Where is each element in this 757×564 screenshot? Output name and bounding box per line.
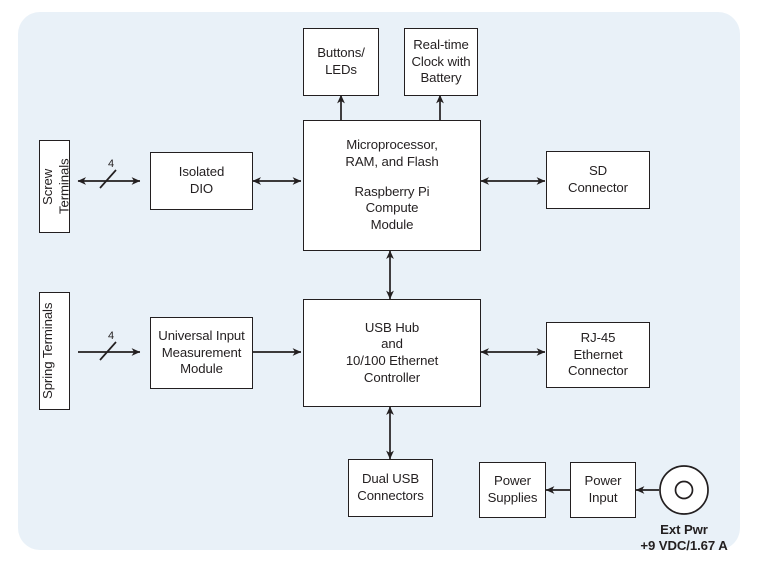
micro-text-gap	[307, 171, 477, 184]
power-input-line2: Input	[588, 490, 618, 505]
uim-line1: Universal Input	[158, 328, 245, 344]
sd-line2: Connector	[568, 180, 628, 195]
micro-line5: Module	[370, 216, 414, 232]
screw-bus-width-label: 4	[108, 158, 115, 170]
rj45-line2: Ethernet	[573, 346, 623, 362]
power-supplies-line1: Power	[494, 473, 531, 489]
usbhub-line4: Controller	[363, 369, 421, 385]
buttons-leds-line2: LEDs	[325, 62, 357, 77]
dualusb-line1: Dual USB	[361, 471, 420, 487]
spring-bus-width-label: 4	[108, 330, 115, 342]
node-dual-usb-connectors[interactable]: Dual USB Connectors	[348, 459, 433, 517]
bus-slash-screw	[99, 169, 117, 189]
spring-terminals-label: Spring Terminals	[40, 302, 55, 400]
node-power-supplies[interactable]: Power Supplies	[479, 462, 546, 518]
node-realtime-clock[interactable]: Real-time Clock with Battery	[404, 28, 478, 96]
rtc-line1: Real-time	[413, 37, 469, 53]
power-input-line1: Power	[584, 473, 622, 489]
node-spring-terminals[interactable]: Spring Terminals	[39, 292, 70, 410]
buttons-leds-line1: Buttons/	[317, 45, 365, 61]
uim-line3: Module	[180, 361, 223, 377]
node-sd-connector[interactable]: SD Connector	[546, 151, 650, 209]
rtc-line3: Battery	[420, 70, 462, 86]
bus-slash-spring	[99, 341, 117, 361]
sd-line1: SD	[588, 163, 608, 179]
micro-line4: Compute	[365, 200, 419, 216]
usbhub-line1: USB Hub	[364, 319, 420, 335]
micro-line1: Microprocessor,	[346, 137, 438, 153]
screw-terminals-label: Screw Terminals	[40, 158, 72, 215]
dualusb-line2: Connectors	[357, 488, 424, 503]
isolated-dio-line1: Isolated	[178, 164, 225, 180]
node-usb-hub-ethernet[interactable]: USB Hub and 10/100 Ethernet Controller	[303, 299, 481, 407]
node-screw-terminals[interactable]: Screw Terminals	[39, 140, 72, 233]
power-supplies-line2: Supplies	[487, 490, 538, 505]
ext-power-jack-icon	[659, 465, 709, 515]
node-power-input[interactable]: Power Input	[570, 462, 636, 518]
rtc-line2: Clock with	[411, 53, 471, 69]
micro-line2: RAM, and Flash	[345, 154, 439, 170]
node-microprocessor[interactable]: Microprocessor, RAM, and Flash Raspberry…	[303, 120, 481, 251]
usbhub-line3: 10/100 Ethernet	[345, 353, 439, 368]
ext-power-rating-label: +9 VDC/1.67 A	[640, 538, 728, 553]
node-isolated-dio[interactable]: Isolated DIO	[150, 152, 253, 210]
node-rj45-connector[interactable]: RJ-45 Ethernet Connector	[546, 322, 650, 388]
rj45-line3: Connector	[568, 363, 628, 379]
node-universal-input-module[interactable]: Universal Input Measurement Module	[150, 317, 253, 389]
micro-line3: Raspberry Pi	[354, 183, 430, 199]
isolated-dio-line2: DIO	[189, 181, 214, 196]
node-buttons-leds[interactable]: Buttons/ LEDs	[303, 28, 379, 96]
rj45-line1: RJ-45	[580, 330, 616, 346]
uim-line2: Measurement	[161, 344, 242, 360]
usbhub-line2: and	[381, 336, 403, 352]
ext-power-name-label: Ext Pwr	[660, 522, 708, 537]
